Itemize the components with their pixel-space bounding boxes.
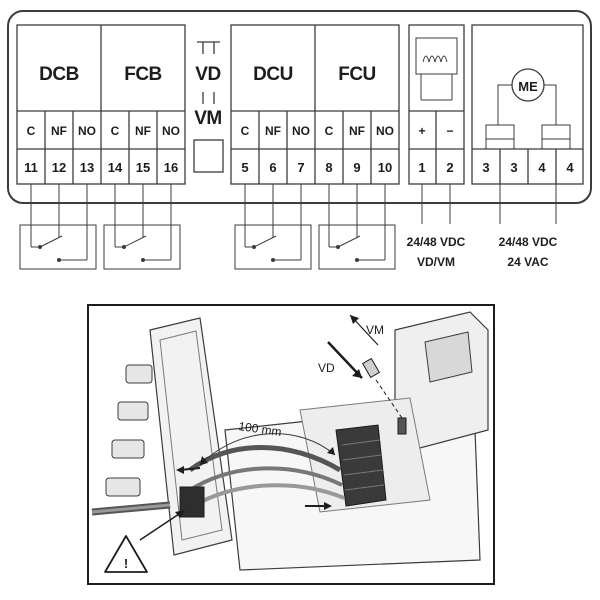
dc-voltage-label: 24/48 VDC [407,235,466,249]
terminal-number: 12 [52,160,66,175]
terminal-number: 3 [510,160,517,175]
dc-mode-label: VD/VM [417,255,455,269]
terminal-label: − [446,124,453,138]
cable-gland [105,364,153,497]
dimension-100mm: 100 mm [199,419,336,466]
terminal-number: 4 [538,160,546,175]
motor-ac-voltage-label: 24 VAC [507,255,548,269]
terminal-number: 7 [297,160,304,175]
terminal-label: C [325,124,334,138]
dc-supply-block: + − 1 2 [408,24,465,185]
terminal-number: 11 [24,160,38,175]
terminal-label: NF [51,124,67,138]
selector-vm-label: VM [194,108,222,129]
contact-switch-fcb [103,184,181,270]
jumper-direction: VD VM [318,314,407,435]
group-fcb: FCB C NF NO 14 15 16 [108,64,180,175]
relay-block-right [230,24,400,185]
warning-glyph: ! [124,556,128,571]
contact-switch-dcb [19,184,97,270]
terminal-label: NO [162,124,180,138]
vd-arrow-label: VD [318,361,335,375]
vd-vm-selector: VD VM [193,41,224,173]
group-title: DCB [39,64,79,85]
terminal-number: 5 [241,160,248,175]
terminal-label: C [111,124,120,138]
vm-arrow-label: VM [366,323,384,337]
group-dcb: DCB C NF NO 11 12 13 [24,64,96,175]
jumper-part [361,357,381,379]
terminal-number: 8 [325,160,332,175]
terminal-label: NO [292,124,310,138]
terminal-number: 16 [164,160,178,175]
terminal-block-part [335,424,387,507]
contact-switch-fcu [318,184,396,270]
selector-vd-label: VD [195,64,220,85]
relay-block-left [16,24,186,185]
motor-label: ME [518,79,538,94]
terminal-label: C [27,124,36,138]
motor-block: ME 3 3 4 4 [471,24,584,185]
terminal-label: NF [265,124,281,138]
terminal-number: 14 [108,160,123,175]
terminal-number: 10 [378,160,392,175]
terminal-label: NO [78,124,96,138]
motor-supply-leads: 24/48 VDC 24 VAC [499,184,558,269]
group-fcu: FCU C NF NO 8 9 10 [325,64,394,175]
installation-illustration: 100 mm VD VM ! [87,304,495,585]
terminal-number: 6 [269,160,276,175]
jumper-slot [193,139,224,173]
terminal-number: 2 [446,160,453,175]
motor-dc-voltage-label: 24/48 VDC [499,235,558,249]
contact-switch-dcu [234,184,312,270]
coil-icon [415,37,458,101]
group-title: FCB [124,64,162,85]
terminal-housing [7,10,592,204]
terminal-number: 13 [80,160,94,175]
terminal-label: C [241,124,250,138]
terminal-number: 1 [418,160,425,175]
terminal-label: NF [135,124,151,138]
group-dcu: DCU C NF NO 5 6 7 [241,64,310,175]
group-title: DCU [253,64,293,85]
group-title: FCU [338,64,376,85]
terminal-number: 3 [482,160,489,175]
dc-supply-leads: 24/48 VDC VD/VM [407,184,466,269]
warning-icon: ! [104,535,148,573]
terminal-label: NF [349,124,365,138]
terminal-label: + [418,124,425,138]
terminal-number: 15 [136,160,150,175]
terminal-label: NO [376,124,394,138]
terminal-number: 9 [353,160,360,175]
terminal-number: 4 [566,160,574,175]
dimension-label: 100 mm [238,419,283,439]
